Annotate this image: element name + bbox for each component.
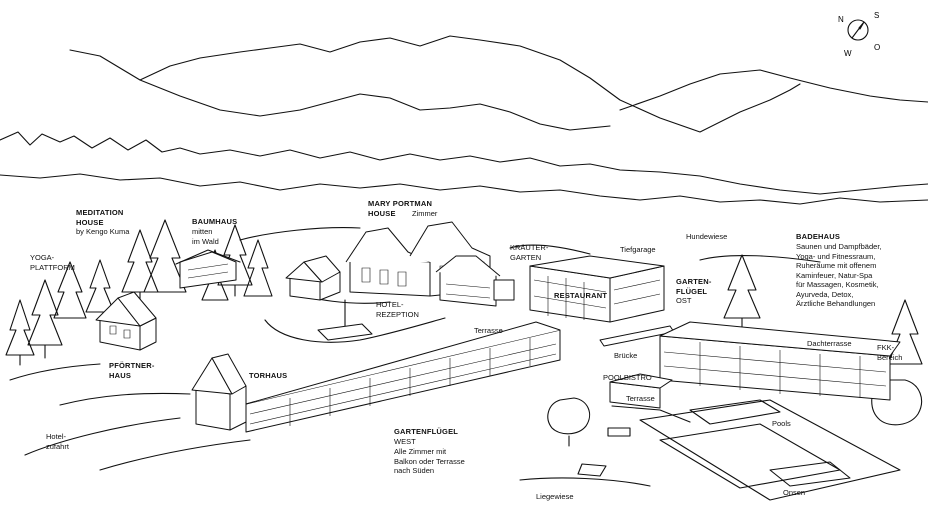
- fountain: [317, 299, 373, 341]
- garden-details: [577, 427, 631, 477]
- compass-west-label: W: [844, 49, 852, 58]
- meditation-house: [175, 249, 241, 289]
- grounds-paths: [9, 227, 821, 487]
- small-house: [285, 255, 341, 301]
- label-meditation-house: MEDITATION HOUSE: [76, 208, 124, 227]
- label-yoga: YOGA- PLATTFORM: [30, 253, 75, 272]
- label-onsen: Onsen: [783, 488, 806, 497]
- label-restaurant: RESTAURANT: [554, 291, 608, 300]
- compass-south-label: S: [874, 11, 879, 20]
- label-bruecke: Brücke: [614, 351, 638, 360]
- forest-right: [547, 254, 923, 447]
- label-torhaus: TORHAUS: [249, 371, 288, 380]
- pool-area: [611, 399, 901, 501]
- label-gartenfluegel-west: GARTENFLÜGEL: [394, 427, 459, 436]
- label-fkk: FKK- Bereich: [877, 343, 903, 362]
- restaurant-building: [529, 255, 665, 323]
- label-mary-portman: MARY PORTMAN HOUSE: [368, 199, 433, 218]
- badehaus-building: [659, 321, 901, 401]
- label-liegewiese: Liegewiese: [536, 492, 574, 501]
- label-gartenfluegel-west-sub: WEST: [394, 437, 416, 446]
- pfoertnerhaus-building: [95, 291, 157, 351]
- mountain-range-mid: [139, 79, 611, 131]
- mountain-range-right: [619, 69, 928, 111]
- label-mary-sub: Zimmer: [412, 208, 438, 218]
- label-dachterrasse: Dachterrasse: [807, 339, 852, 348]
- label-kraeutergarten: KRÄUTER- GARTEN: [510, 243, 549, 262]
- compass-icon: N S O W: [838, 11, 880, 58]
- label-hotelzufahrt: Hotel- zufahrt: [46, 432, 69, 451]
- label-poolbistro: POOLBISTRO: [603, 373, 652, 382]
- label-tiefgarage: Tiefgarage: [620, 245, 656, 254]
- compass-east-label: O: [874, 43, 880, 52]
- mary-portman-house-building: [345, 221, 515, 307]
- label-pools: Pools: [772, 419, 791, 428]
- label-baumhaus-sub: mitten im Wald: [192, 227, 219, 246]
- label-pfoertnerhaus: PFÖRTNER- HAUS: [109, 361, 155, 380]
- label-baumhaus: BAUMHAUS: [192, 217, 238, 226]
- gartenfluegel-west-building: [245, 321, 561, 433]
- label-meditation-sub: by Kengo Kuma: [76, 227, 130, 236]
- label-terrasse-restaurant: Terrasse: [474, 326, 503, 335]
- compass-north-label: N: [838, 15, 844, 24]
- label-gartenfluegel-west-desc: Alle Zimmer mit Balkon oder Terrasse nac…: [394, 447, 465, 475]
- label-gartenfluegel-ost-sub: OST: [676, 296, 692, 305]
- poolbistro-building: [609, 373, 673, 409]
- mountain-range-back: [69, 35, 801, 133]
- label-badehaus: BADEHAUS: [796, 232, 841, 241]
- torhaus-building: [191, 353, 247, 431]
- label-hundewiese: Hundewiese: [686, 232, 728, 241]
- ridge-foreground: [0, 173, 928, 205]
- label-hotel-rezeption: HOTEL- REZEPTION: [376, 300, 419, 319]
- label-badehaus-desc: Saunen und Dampfbäder, Yoga- und Fitness…: [796, 242, 882, 308]
- label-terrasse-pool: Terrasse: [626, 394, 655, 403]
- ridge-near: [0, 131, 928, 195]
- label-gartenfluegel-ost: GARTEN- FLÜGEL: [676, 277, 712, 296]
